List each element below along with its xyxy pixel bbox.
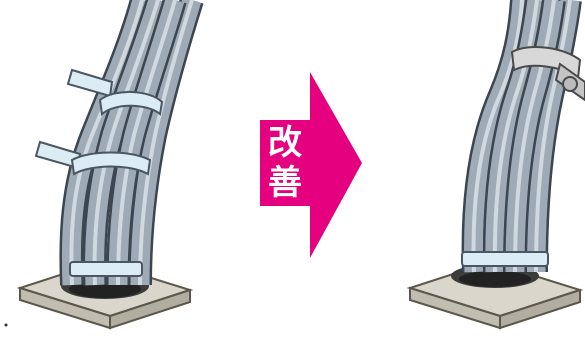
cable-tie-base-after — [462, 252, 548, 266]
before-illustration — [5, 0, 193, 328]
label-char-2: 善 — [268, 163, 302, 203]
cable-bundle-before — [71, 0, 192, 285]
after-illustration — [410, 0, 585, 328]
improvement-label: 改 善 — [260, 120, 310, 206]
cable-tie-base-before — [70, 262, 142, 276]
label-char-1: 改 — [268, 123, 302, 163]
cable-bundle-after — [474, 0, 570, 272]
